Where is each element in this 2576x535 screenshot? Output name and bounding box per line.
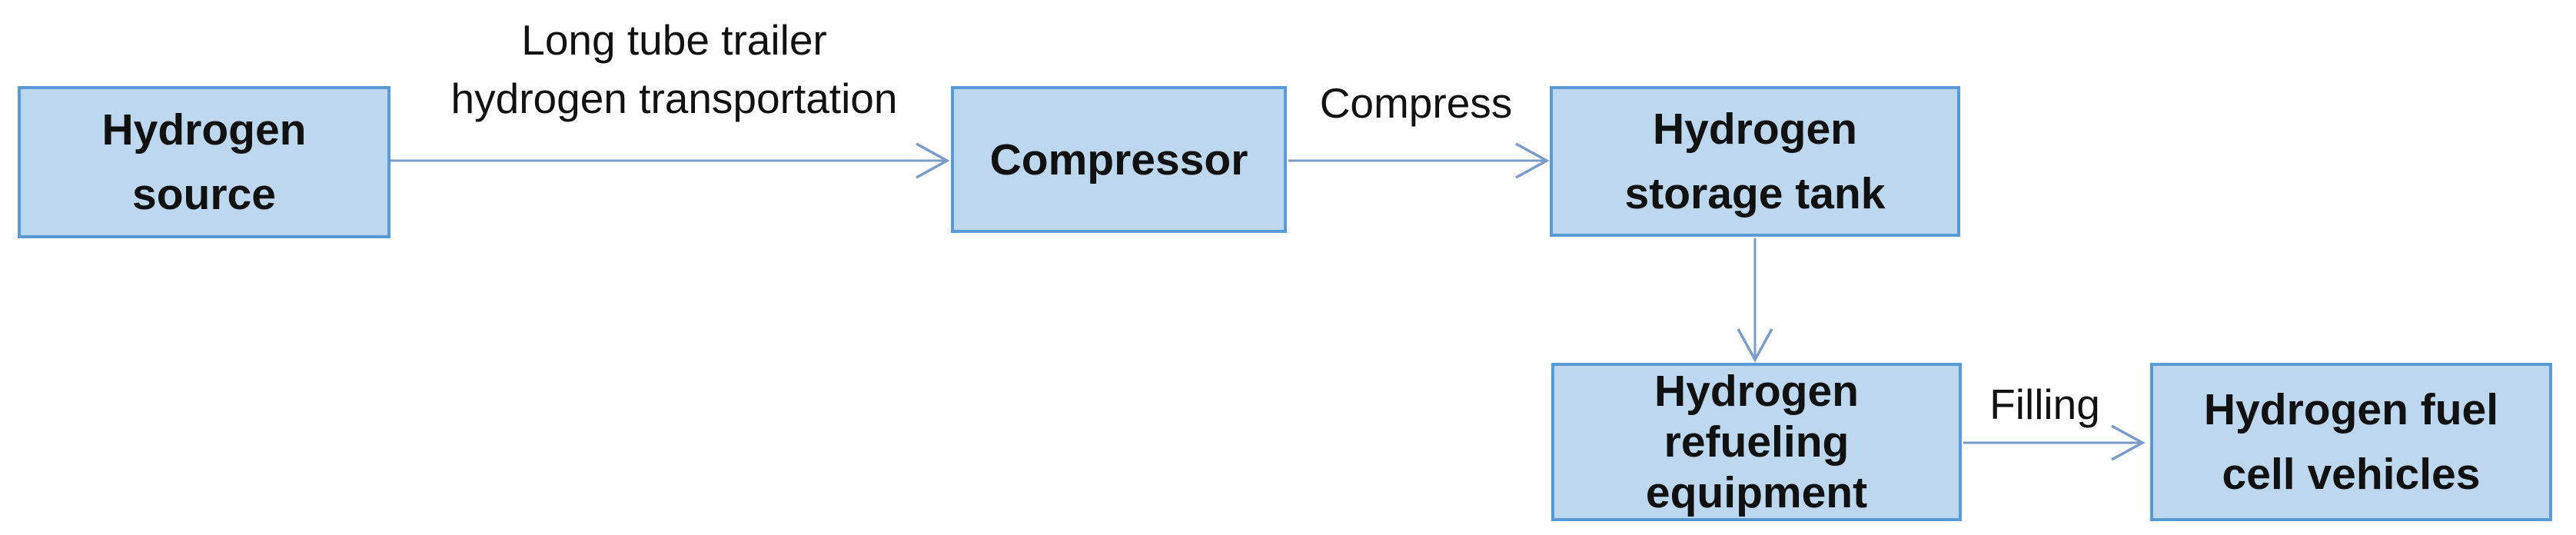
node-label: source [132, 170, 276, 219]
edge-label-compress: Compress [1320, 74, 1513, 132]
node-label: storage tank [1624, 169, 1886, 218]
edge-label-line: Long tube trailer [521, 16, 827, 64]
node-label: Hydrogen [1652, 105, 1858, 154]
arrow-compressor-to-storage-tank [1288, 142, 1550, 179]
node-label: Hydrogen fuel [2203, 385, 2499, 434]
node-label: Compressor [989, 135, 1248, 184]
edge-label-line: hydrogen transportation [450, 75, 898, 122]
edge-label-line: Compress [1319, 79, 1513, 127]
node-label: equipment [1645, 468, 1868, 517]
edge-label-long-tube-trailer: Long tube trailer hydrogen transportatio… [451, 11, 898, 128]
node-hydrogen-fuel-cell-vehicles: Hydrogen fuel cell vehicles [2150, 363, 2552, 521]
node-label: refueling [1664, 417, 1850, 467]
node-compressor: Compressor [951, 86, 1287, 233]
arrow-storage-tank-to-refueling [1737, 238, 1773, 363]
edge-label-filling: Filling [1989, 375, 2100, 434]
edge-label-line: Filling [1989, 380, 2100, 428]
node-hydrogen-source: Hydrogen source [18, 86, 391, 238]
node-hydrogen-refueling-equipment: Hydrogen refueling equipment [1551, 363, 1962, 521]
node-label: Hydrogen [1654, 367, 1860, 416]
node-label: Hydrogen [101, 105, 307, 155]
node-label: cell vehicles [2222, 450, 2481, 499]
arrow-refueling-to-vehicles [1963, 424, 2146, 461]
node-hydrogen-storage-tank: Hydrogen storage tank [1550, 86, 1960, 237]
arrow-source-to-compressor [391, 142, 950, 179]
